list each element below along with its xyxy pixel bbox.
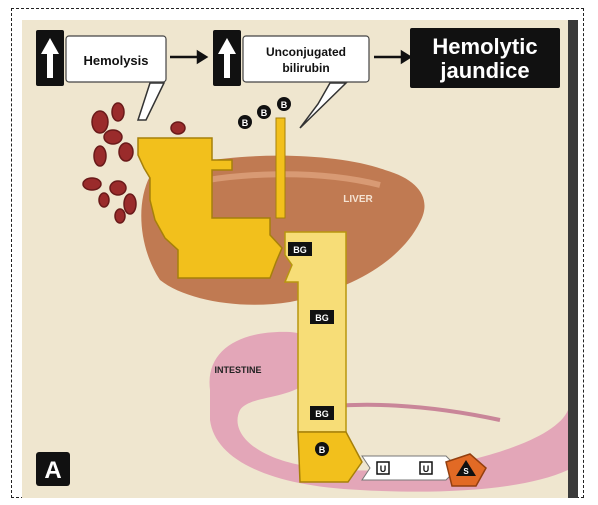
result-line1: Hemolytic — [432, 34, 537, 59]
intestine-label: INTESTINE — [214, 365, 261, 375]
bg-label: BG — [315, 313, 329, 323]
adjacent-panel-edge — [568, 20, 578, 498]
bilirubin-molecule-label: B — [261, 108, 268, 118]
bilirubin-molecule-label: B — [242, 118, 249, 128]
bg-label: BG — [315, 409, 329, 419]
bilirubin-molecule-label: B — [281, 100, 288, 110]
unconjugated-label-line1: Unconjugated — [266, 45, 346, 59]
unconjugated-bilirubin-box — [243, 36, 369, 82]
urobilinogen-label: U — [423, 464, 430, 474]
unconjugated-label-line2: bilirubin — [282, 61, 329, 75]
liver-label: LIVER — [343, 194, 373, 205]
bilirubin-uptake-channel — [276, 118, 285, 218]
stercobilin-label: S — [463, 467, 469, 476]
intestinal-bilirubin-label: B — [319, 445, 326, 455]
panel-letter: A — [44, 457, 61, 484]
hemolysis-label: Hemolysis — [83, 53, 148, 68]
result-line2: jaundice — [439, 58, 529, 83]
bg-label: BG — [293, 245, 307, 255]
urobilinogen-label: U — [380, 464, 387, 474]
